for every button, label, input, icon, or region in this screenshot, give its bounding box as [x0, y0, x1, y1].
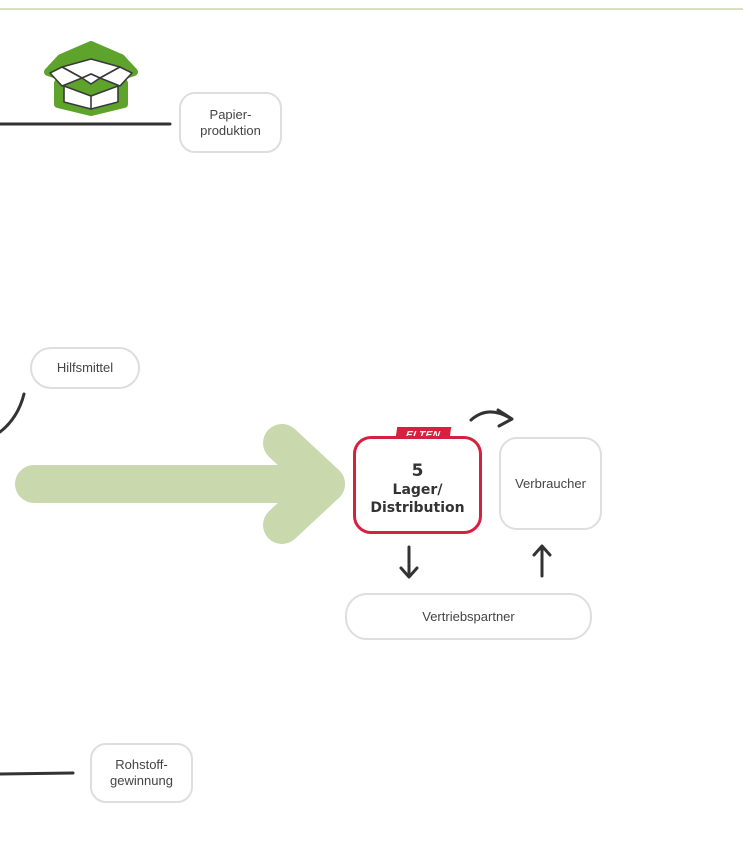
step-label: Lager/ Distribution: [370, 482, 465, 516]
box-icon: [44, 41, 138, 116]
curved-arrow-right-icon: [469, 408, 514, 428]
step-5-box: 5 Lager/ Distribution: [353, 436, 482, 534]
top-divider: [0, 8, 743, 10]
connector-aux-curve: [0, 392, 26, 434]
connector-raw-line: [0, 771, 75, 776]
label-consumer: Verbraucher: [499, 437, 602, 530]
label-auxiliaries: Hilfsmittel: [30, 347, 140, 389]
arrow-up-icon: [532, 544, 552, 578]
step-number: 5: [411, 461, 424, 481]
arrow-down-icon: [399, 545, 419, 579]
label-sales-partner: Vertriebspartner: [345, 593, 592, 640]
label-raw-material: Rohstoff- gewinnung: [90, 743, 193, 803]
label-paper-production: Papier- produktion: [179, 92, 282, 153]
big-flow-arrow: [15, 424, 345, 544]
